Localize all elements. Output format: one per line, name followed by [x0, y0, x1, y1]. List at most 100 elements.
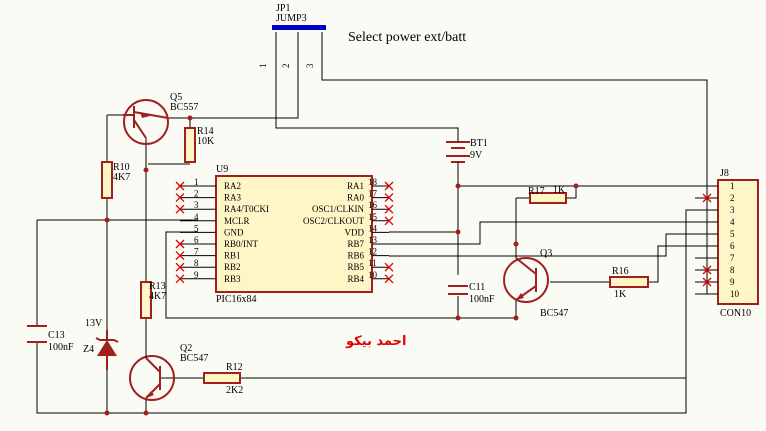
ic-pin-name: MCLR [224, 216, 250, 226]
connector-pin-number: 6 [730, 241, 735, 251]
junctions [104, 115, 579, 416]
connector-pin-number: 8 [730, 265, 735, 275]
connector-ref: J8 [720, 168, 729, 179]
connector-pin-number: 5 [730, 229, 735, 239]
no-connect-icon [175, 262, 185, 272]
resistor-r14: R14 10K [184, 126, 215, 163]
connector-j8: J8 CON10 [717, 168, 759, 319]
schematic-title: Select power ext/batt [348, 30, 466, 45]
ic-pin-name: RB2 [224, 262, 241, 272]
r17-value: 1K [553, 185, 566, 196]
no-connect-icon [384, 193, 394, 203]
c11-ref: C11 [469, 282, 485, 293]
ic-pin-name: RB0/INT [224, 239, 259, 249]
transistor-q2: Q2 BC547 [129, 343, 208, 401]
bt1-ref: BT1 [470, 138, 488, 149]
r14-ref: R14 [197, 126, 214, 137]
ic-pin-name: RB5 [347, 262, 364, 272]
r14-value: 10K [197, 136, 215, 147]
ic-pin-number: 13 [368, 235, 378, 245]
no-connect-icon [175, 251, 185, 261]
capacitor-c11: C11 100nF [448, 282, 495, 305]
r13-ref: R13 [149, 281, 166, 292]
ic-pin-number: 6 [194, 235, 199, 245]
q3-value: BC547 [540, 308, 568, 319]
wire-q5-base-r10 [106, 114, 123, 162]
q3-ref: Q3 [540, 248, 552, 259]
no-connect-icon [384, 274, 394, 284]
r16-ref: R16 [612, 266, 629, 277]
ic-pin-number: 15 [368, 212, 378, 222]
connector-pin-number: 2 [730, 193, 735, 203]
ic-pin-name: RA4/T0CKI [224, 204, 269, 214]
ic-pin-number: 12 [368, 247, 377, 257]
ic-pin-name: RA0 [347, 193, 365, 203]
resistor-r13: R13 4K7 [140, 281, 166, 319]
ic-u9: U9 PIC16x84 [215, 164, 373, 305]
bt1-value: 9V [470, 150, 483, 161]
ic-pin-number: 16 [368, 200, 378, 210]
r13-value: 4K7 [149, 291, 166, 302]
jumper-pin-1: 1 [258, 64, 268, 69]
zener-z4: 13V Z4 [83, 318, 119, 370]
capacitor-c13: C13 100nF [27, 325, 74, 353]
connector-pin-number: 9 [730, 277, 735, 287]
r12-ref: R12 [226, 362, 243, 373]
ic-pin-number: 18 [368, 177, 378, 187]
ic-pin-name: RB7 [347, 239, 364, 249]
wire-q2-base-con3 [160, 209, 695, 379]
battery-bt1: BT1 9V [446, 138, 488, 168]
resistor-r12: R12 2K2 [203, 362, 243, 396]
no-connect-icon [175, 193, 185, 203]
ic-pin-name: RA3 [224, 193, 242, 203]
ic-pin-name: RB3 [224, 274, 241, 284]
r16-value: 1K [614, 289, 627, 300]
jumper-bar [272, 25, 326, 30]
no-connect-icon [175, 239, 185, 249]
ic-pin-number: 7 [194, 247, 199, 257]
r17-ref: R17 [528, 186, 545, 197]
jumper-name: JUMP3 [276, 13, 307, 24]
author-watermark: احمد بيكو [345, 334, 406, 349]
r10-value: 4K7 [113, 172, 130, 183]
q5-value: BC557 [170, 102, 198, 113]
ic-pin-name: RB6 [347, 251, 364, 261]
connector-pin-number: 4 [730, 217, 735, 227]
no-connect-icon [384, 262, 394, 272]
wire-rb6-con5 [389, 233, 695, 257]
r12-value: 2K2 [226, 385, 243, 396]
ic-pin-name: OSC1/CLKIN [312, 204, 365, 214]
connector-name: CON10 [720, 308, 751, 319]
ic-pin-name: RB4 [347, 274, 364, 284]
wire-r16-con6 [550, 245, 695, 283]
resistor-r10: R10 4K7 [101, 161, 130, 199]
no-connect-icon [384, 216, 394, 226]
ic-pin-name: VDD [345, 227, 365, 237]
transistor-q3: Q3 BC547 [503, 248, 568, 319]
wire-gnd-line [165, 231, 517, 319]
ic-pin-number: 17 [368, 189, 378, 199]
ic-pin-number: 9 [194, 270, 199, 280]
connector-pin-number: 7 [730, 253, 735, 263]
resistor-r17: R17 1K [528, 185, 567, 204]
no-connect-icon [702, 193, 712, 203]
c13-ref: C13 [48, 330, 65, 341]
ic-pin-name: GND [224, 227, 244, 237]
connector-pin-number: 1 [730, 181, 735, 191]
jumper-ref: JP1 [276, 3, 290, 14]
connector-body [717, 179, 759, 305]
transistor-q5: Q5 BC557 [123, 92, 198, 145]
ic-pin-number: 11 [368, 258, 377, 268]
no-connect-icon [384, 181, 394, 191]
connector-pin-number: 3 [730, 205, 735, 215]
jumper-pin-3: 3 [305, 63, 315, 68]
c13-value: 100nF [48, 342, 74, 353]
q2-value: BC547 [180, 353, 208, 364]
ic-pin-name: RA2 [224, 181, 241, 191]
jumper-jp1: JP1 JUMP3 1 2 3 [258, 3, 326, 68]
wire-rb7-con4 [389, 221, 695, 245]
